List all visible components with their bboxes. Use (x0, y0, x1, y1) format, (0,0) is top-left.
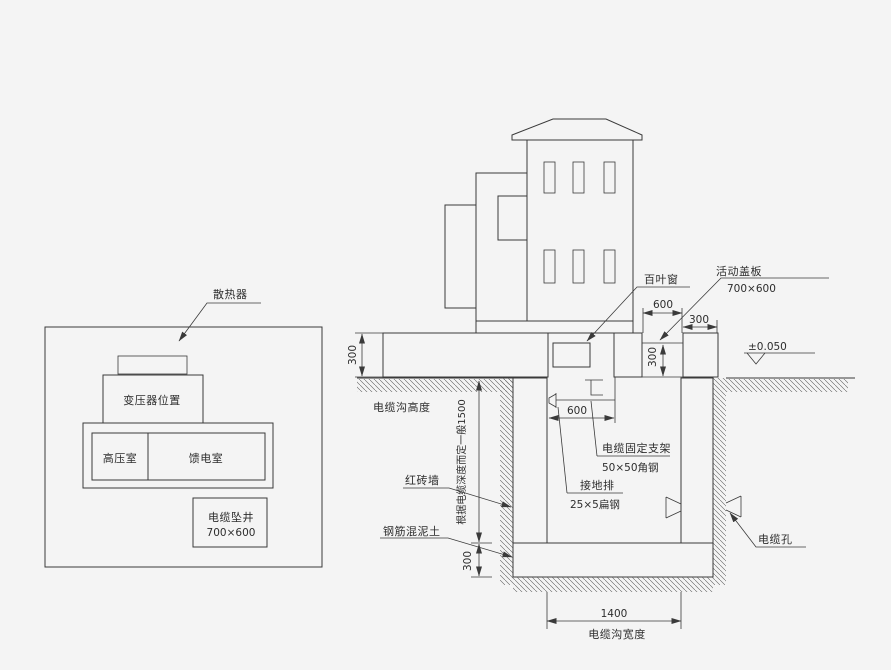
soil-under-floor (513, 577, 713, 592)
plan-view: 变压器位置 高压室 馈电室 电缆坠井 700×600 散热器 (44, 287, 323, 568)
ground-bar-leader-line (557, 406, 568, 494)
dim-bracket-offset-text: 600 (567, 405, 587, 417)
cover-size-text: 700×600 (727, 283, 776, 295)
bracket-leader-line (590, 400, 598, 457)
concrete-leader-line (380, 537, 513, 558)
level-mark-triangle-icon (746, 352, 766, 365)
dim-slab-left-text: 300 (347, 345, 359, 365)
plan-outer-boundary (44, 326, 323, 568)
ground-bar-label: 接地排 (580, 478, 615, 492)
cover-label: 活动盖板 (716, 264, 762, 278)
cable-bracket-icon (585, 379, 603, 396)
vent-icon (603, 249, 616, 284)
level-mark-text: ±0.050 (748, 341, 787, 353)
cabinet-vents (543, 161, 616, 284)
cable-shaft-size: 700×600 (207, 527, 256, 539)
cable-hole-trumpet-right-icon (725, 495, 742, 518)
bracket-label: 电缆固定支架 (602, 441, 671, 455)
dimensions: 300 600 300 300 600 根据电缆深度而定一般1500 300 (347, 299, 815, 641)
trench-height-label: 电缆沟高度 (373, 400, 431, 414)
radiator-label: 散热器 (213, 287, 248, 301)
radiator-bank (475, 172, 528, 322)
vent-icon (572, 161, 585, 194)
trench-depth-note: 根据电缆深度而定一般1500 (455, 399, 468, 524)
cable-hole-trumpet-left-icon (665, 496, 682, 519)
concrete-label: 钢筋混泥土 (383, 524, 441, 538)
brick-wall-right (680, 377, 714, 544)
slab-middle-block (613, 332, 643, 378)
feeder-room-label: 馈电室 (189, 451, 224, 465)
radiator-bank-outer (444, 204, 477, 309)
ground-bar-flange-icon (548, 393, 557, 408)
brick-wall-label: 红砖墙 (405, 473, 440, 487)
louver-label: 百叶窗 (644, 272, 679, 286)
vent-icon (572, 249, 585, 284)
cabinet-attachment-box (497, 195, 528, 241)
vent-icon (543, 161, 556, 194)
cable-trench (500, 377, 726, 592)
slab-right-block (682, 332, 719, 378)
dim-right-block-text: 300 (689, 314, 709, 326)
ground-bar-spec-text: 25×5扁钢 (570, 498, 620, 511)
ground-slab (357, 332, 855, 392)
trench-fittings (548, 377, 742, 519)
dim-trench-width-text: 1400 (601, 608, 628, 620)
cover-leader-line (659, 277, 829, 341)
transformer-label: 变压器位置 (123, 393, 181, 407)
vent-icon (543, 249, 556, 284)
concrete-floor (512, 542, 714, 578)
section-labels: 百叶窗 活动盖板 700×600 电缆沟高度 红砖墙 钢筋混泥土 电缆固定支架 … (373, 264, 829, 558)
soil-hatch-right (726, 379, 848, 392)
hv-room-label: 高压室 (103, 451, 138, 465)
brick-wall-left (512, 377, 548, 544)
cabinet-plinth (475, 320, 634, 334)
transformer-cabinet (444, 118, 643, 334)
dim-cover-opening-text: 600 (653, 299, 673, 311)
bracket-spec-text: 50×50角钢 (602, 461, 659, 474)
cabinet-tower (526, 139, 634, 322)
louver-leader-line (586, 286, 690, 342)
radiator-leader-line (178, 302, 261, 342)
trench-width-label: 电缆沟宽度 (588, 627, 646, 641)
cable-hole-label: 电缆孔 (758, 533, 793, 546)
section-view: 300 600 300 300 600 根据电缆深度而定一般1500 300 (347, 118, 855, 641)
dim-opening-depth-text: 300 (647, 347, 659, 367)
vent-icon (603, 161, 616, 194)
rooms-outer-box (82, 422, 274, 489)
louver-window-block (552, 342, 591, 368)
cable-hole-leader-line (729, 512, 806, 548)
brick-wall-leader-line (403, 487, 512, 508)
cabinet-roof (511, 118, 643, 141)
soil-hatch-left (357, 379, 513, 392)
soil-column-left (500, 378, 513, 585)
dim-floor-thickness-text: 300 (462, 551, 474, 571)
cable-shaft-label: 电缆坠井 (208, 510, 254, 524)
rooms-inner-box (91, 432, 266, 481)
slab-left-segment (382, 332, 549, 378)
cable-shaft-box (192, 497, 268, 548)
soil-column-right (713, 378, 726, 585)
radiator-comb (117, 355, 188, 375)
